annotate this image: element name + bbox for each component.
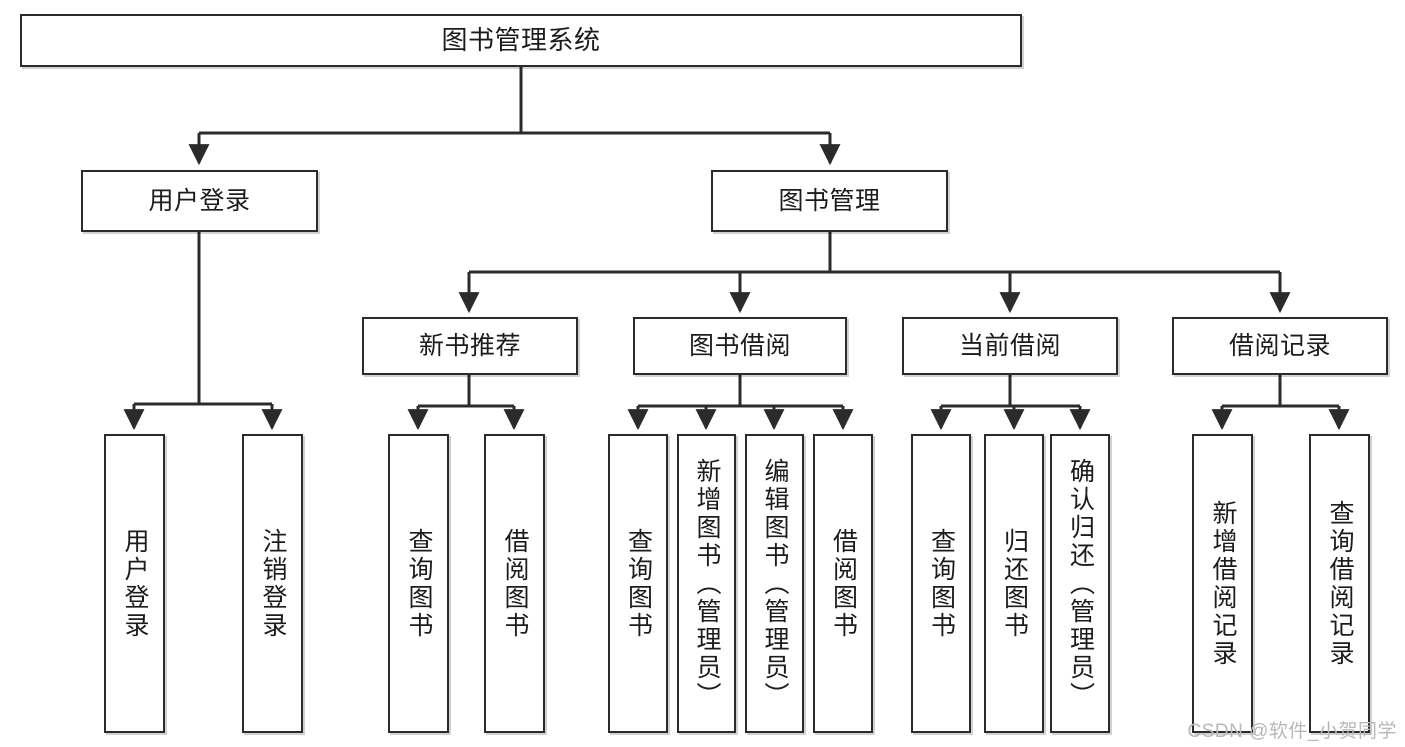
node-label-book-manage: 图书管理 xyxy=(778,186,881,215)
node-label-current-borrow: 当前借阅 xyxy=(958,331,1061,360)
node-box-leaf-add-record[interactable]: 新增借阅记录 xyxy=(1192,434,1253,733)
node-label-leaf-add-record: 新增借阅记录 xyxy=(1209,499,1237,668)
node-label-book-borrow: 图书借阅 xyxy=(688,331,791,360)
node-label-new-book-rec: 新书推荐 xyxy=(418,331,521,360)
node-box-leaf-query-book-rec[interactable]: 查询图书 xyxy=(388,434,449,733)
node-label-leaf-user-login: 用户登录 xyxy=(121,527,149,640)
node-box-leaf-borrow-book[interactable]: 借阅图书 xyxy=(813,434,873,733)
node-box-leaf-user-login[interactable]: 用户登录 xyxy=(104,434,165,733)
node-box-user-login[interactable]: 用户登录 xyxy=(81,170,318,232)
node-label-leaf-logout: 注销登录 xyxy=(259,527,287,640)
node-box-leaf-query-record[interactable]: 查询借阅记录 xyxy=(1309,434,1370,733)
node-box-borrow-record[interactable]: 借阅记录 xyxy=(1172,317,1388,375)
watermark-text: CSDN @软件_小贺同学 xyxy=(1187,721,1397,742)
node-box-new-book-rec[interactable]: 新书推荐 xyxy=(362,317,578,375)
node-label-leaf-borrow-book-rec: 借阅图书 xyxy=(501,527,529,640)
node-label-leaf-query-book-rec: 查询图书 xyxy=(405,527,433,640)
node-label-leaf-borrow-book: 借阅图书 xyxy=(829,527,858,640)
node-box-book-manage[interactable]: 图书管理 xyxy=(711,170,948,232)
node-box-current-borrow[interactable]: 当前借阅 xyxy=(902,317,1118,375)
node-label-leaf-query-record: 查询借阅记录 xyxy=(1326,499,1354,668)
node-label-user-login: 用户登录 xyxy=(148,186,251,215)
node-box-leaf-query-book-cur[interactable]: 查询图书 xyxy=(911,434,971,733)
node-box-book-borrow[interactable]: 图书借阅 xyxy=(633,317,847,375)
node-box-leaf-borrow-book-rec[interactable]: 借阅图书 xyxy=(484,434,545,733)
node-label-leaf-query-book-borrow: 查询图书 xyxy=(624,527,653,640)
node-box-leaf-return-book[interactable]: 归还图书 xyxy=(984,434,1044,733)
node-label-leaf-return-book: 归还图书 xyxy=(1000,527,1029,640)
node-label-leaf-query-book-cur: 查询图书 xyxy=(927,527,956,640)
node-box-leaf-confirm-return[interactable]: 确认归还（管理员） xyxy=(1050,434,1110,733)
node-label-leaf-add-book: 新增图书（管理员） xyxy=(693,457,721,710)
node-box-leaf-edit-book[interactable]: 编辑图书（管理员） xyxy=(745,434,804,733)
node-box-leaf-logout[interactable]: 注销登录 xyxy=(242,434,303,733)
node-box-root[interactable]: 图书管理系统 xyxy=(20,14,1022,67)
node-box-leaf-query-book-borrow[interactable]: 查询图书 xyxy=(608,434,668,733)
node-label-root: 图书管理系统 xyxy=(441,24,601,55)
node-label-leaf-confirm-return: 确认归还（管理员） xyxy=(1066,457,1095,710)
node-box-leaf-add-book[interactable]: 新增图书（管理员） xyxy=(677,434,736,733)
node-label-leaf-edit-book: 编辑图书（管理员） xyxy=(761,457,789,710)
node-label-borrow-record: 借阅记录 xyxy=(1228,331,1331,360)
